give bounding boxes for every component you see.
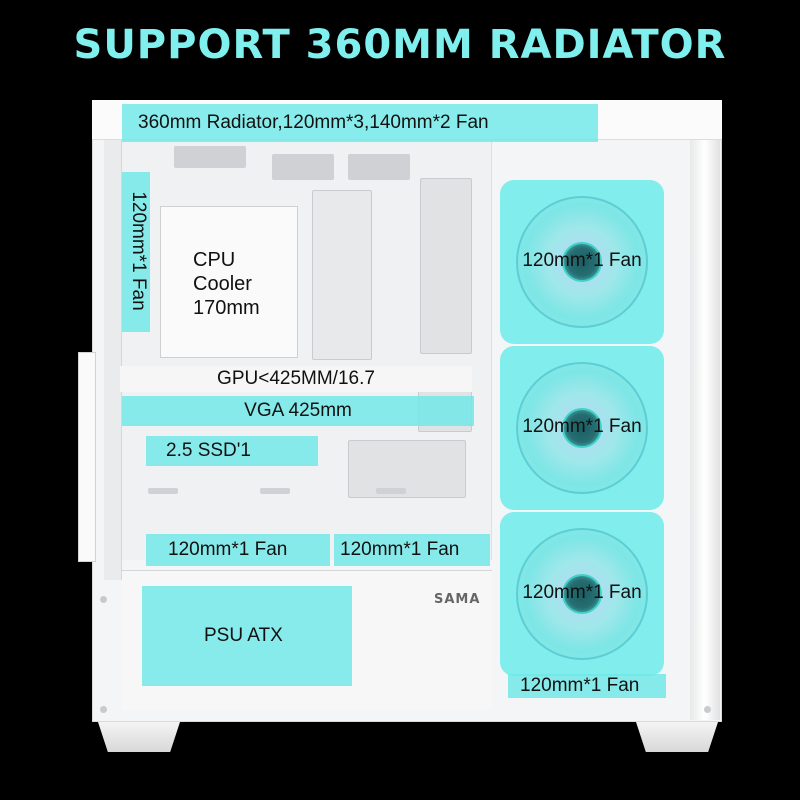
bottom-fan-label-left: 120mm*1 Fan <box>146 534 330 566</box>
brand-logo: SAMA <box>434 592 481 607</box>
screw <box>704 706 711 713</box>
front-fan: 120mm*1 Fan <box>500 180 664 344</box>
fan-label: 120mm*1 Fan <box>522 416 642 437</box>
tie-slot <box>376 488 406 494</box>
fan-label: 120mm*1 Fan <box>522 250 642 271</box>
rear-io-bracket <box>78 352 96 562</box>
cable-cutout <box>272 154 334 180</box>
headline: SUPPORT 360MM RADIATOR <box>73 22 727 68</box>
cpu-cooler-area <box>160 206 298 358</box>
case-foot <box>98 722 180 752</box>
gpu-limit-label: GPU<425MM/16.7 <box>120 366 472 392</box>
rear-panel <box>104 140 122 580</box>
cpu-cooler-line: Cooler <box>193 273 252 295</box>
cpu-cooler-label: CPU Cooler 170mm <box>193 248 260 320</box>
screw <box>100 706 107 713</box>
cpu-cooler-line: 170mm <box>193 297 260 319</box>
vga-label: VGA 425mm <box>122 396 474 426</box>
tie-slot <box>148 488 178 494</box>
glass-panel-edge <box>690 140 720 720</box>
case-foot <box>636 722 718 752</box>
motherboard-tray <box>122 140 492 560</box>
rear-fan-label: 120mm*1 Fan <box>122 172 150 332</box>
cpu-cooler-line: CPU <box>193 249 236 271</box>
front-fan: 120mm*1 Fan <box>500 512 664 676</box>
rear-fan-label-text: 120mm*1 Fan <box>128 191 149 311</box>
fan-hub <box>562 574 602 614</box>
cable-cutout <box>174 146 246 168</box>
cable-cutout <box>348 154 410 180</box>
fan-label: 120mm*1 Fan <box>522 582 642 603</box>
psu-label: PSU ATX <box>142 586 352 686</box>
front-fan: 120mm*1 Fan <box>500 346 664 510</box>
top-radiator-label: 360mm Radiator,120mm*3,140mm*2 Fan <box>122 104 598 142</box>
cable-grommet <box>420 178 472 354</box>
screw <box>100 596 107 603</box>
fan-hub <box>562 242 602 282</box>
bottom-fan-label-right: 120mm*1 Fan <box>334 534 490 566</box>
bottom-side-fan-label: 120mm*1 Fan <box>508 674 666 698</box>
tie-slot <box>260 488 290 494</box>
cable-grommet <box>348 440 466 498</box>
fan-hub <box>562 408 602 448</box>
cable-routing-panel <box>312 190 372 360</box>
ssd-label: 2.5 SSD'1 <box>146 436 318 466</box>
